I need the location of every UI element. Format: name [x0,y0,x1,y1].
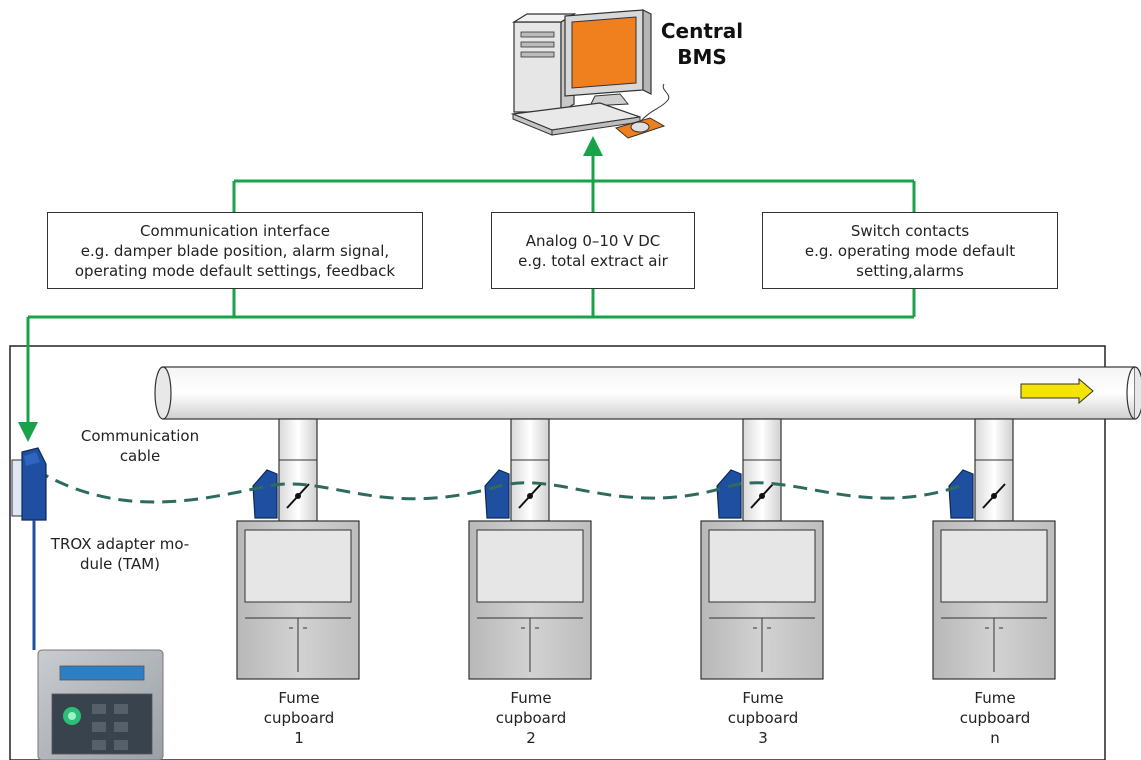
sash-window [244,529,352,603]
central-bms-title: Central BMS [660,19,744,69]
communication-cable [35,468,961,504]
sash-window [708,529,816,603]
fume-cupboard-1 [236,418,360,680]
communication-interface-box: Communication interface e.g. damper blad… [47,212,423,289]
sash-window [940,529,1048,603]
room-controller-icon [37,649,164,760]
controller-icon [484,469,510,519]
fume-cupboard-label-3: Fume cupboard 3 [727,689,799,747]
fume-cupboard-2 [468,418,592,680]
fume-cupboard-label-1: Fume cupboard 1 [263,689,335,747]
tam-label: TROX adapter mo- dule (TAM) [50,535,190,573]
controller-icon [716,469,742,519]
main-duct [154,366,1141,420]
fume-cupboards [236,418,1056,680]
flow-direction-arrow-icon [1020,377,1094,405]
fume-cupboard-3 [700,418,824,680]
controller-icon [252,469,278,519]
tam-module-icon [11,447,47,521]
fume-cupboard-label-2: Fume cupboard 2 [495,689,567,747]
fume-cupboard-4 [932,418,1056,680]
computer-icon [510,9,670,139]
fume-cupboard-label-n: Fume cupboard n [959,689,1031,747]
analog-box: Analog 0–10 V DC e.g. total extract air [491,212,695,289]
signal-lines [26,150,916,428]
communication-cable-label: Communication cable [80,427,200,465]
controller-icon [948,469,974,519]
arrow-up-icon [583,136,603,156]
arrow-down-icon [18,422,38,442]
switch-contacts-box: Switch contacts e.g. operating mode defa… [762,212,1058,289]
sash-window [476,529,584,603]
room-outline [9,345,1106,760]
